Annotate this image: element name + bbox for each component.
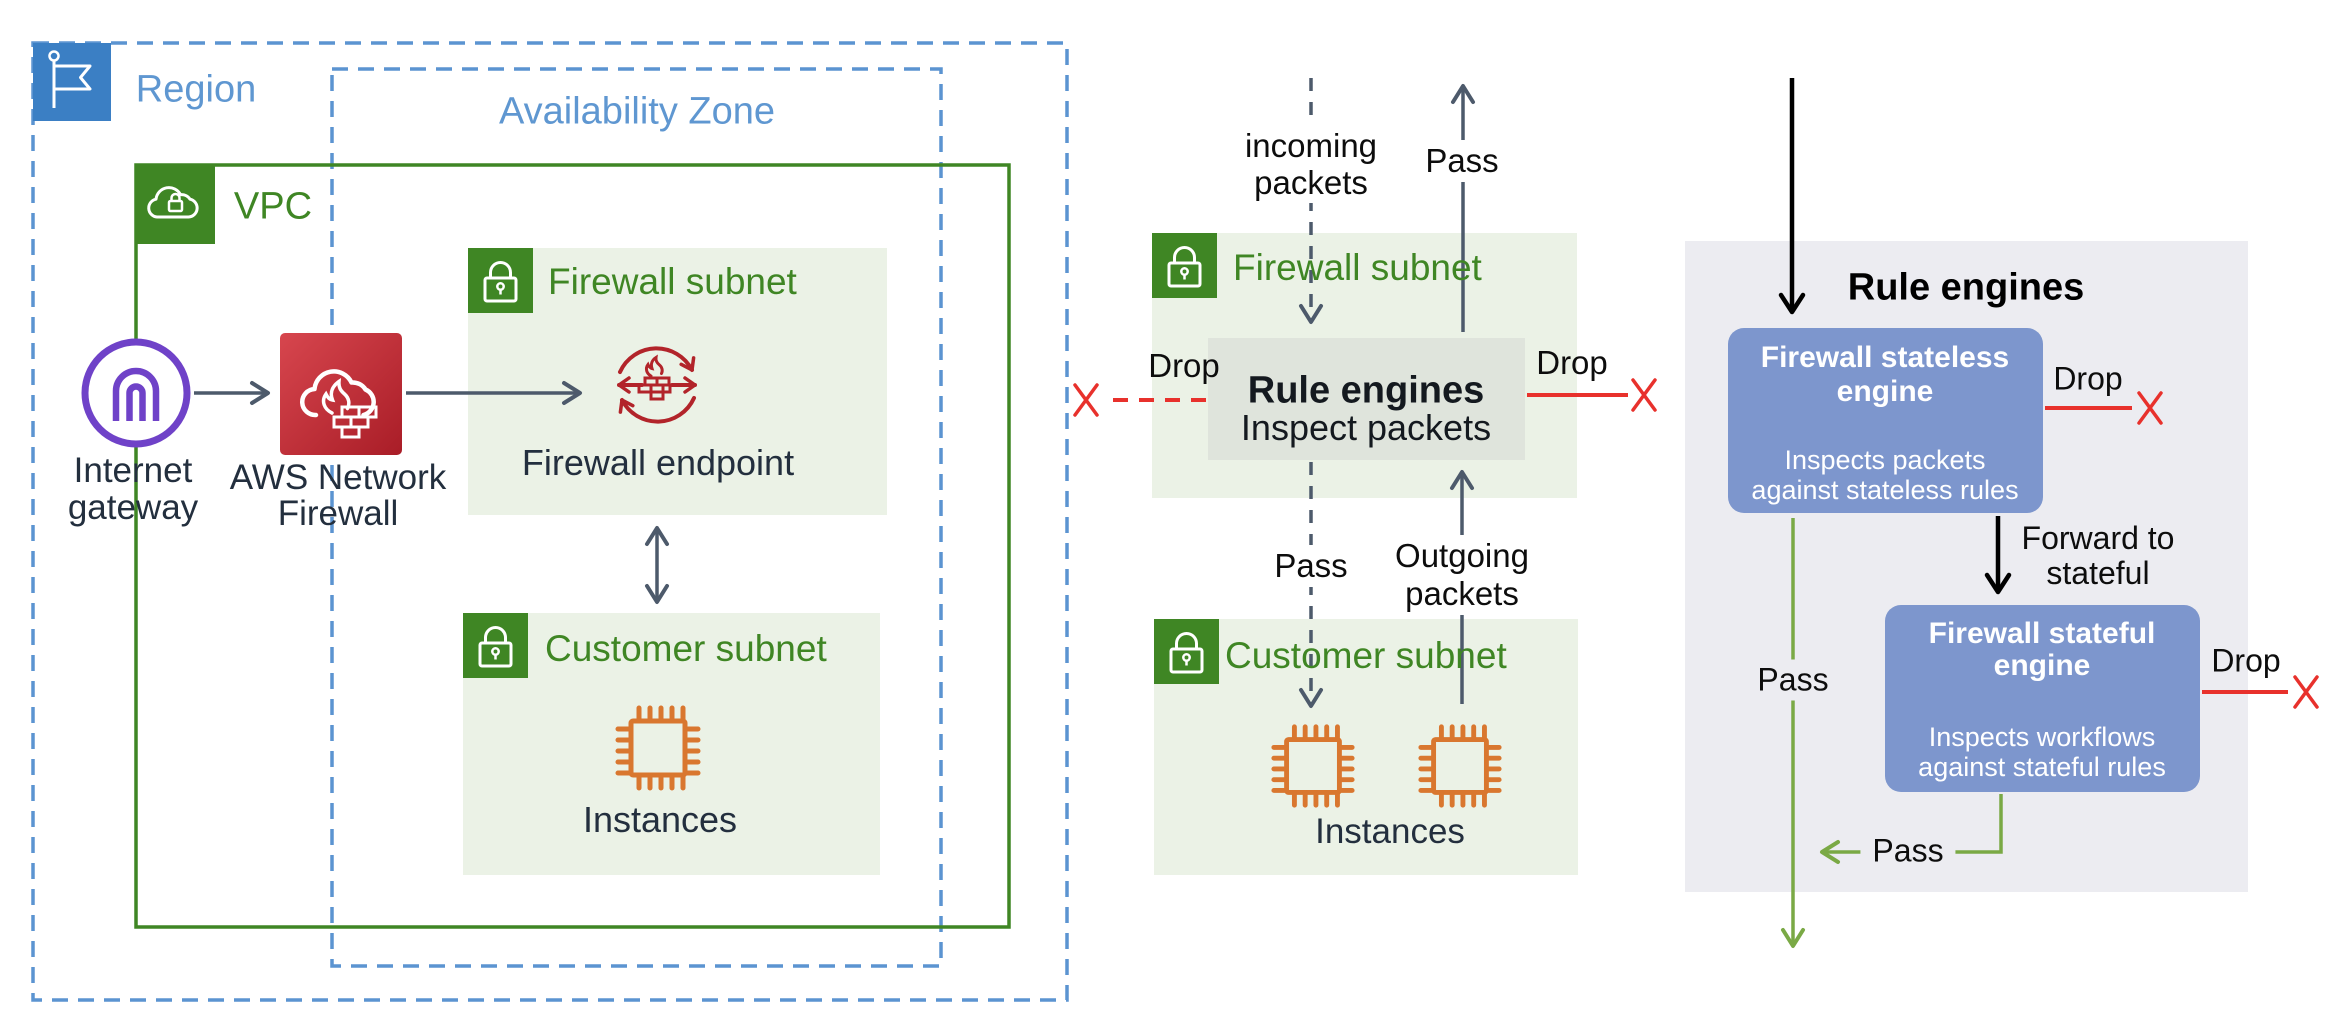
aws-network-firewall-icon [280, 333, 402, 455]
drop-stateful-x-icon [2293, 675, 2319, 709]
firewall-stateless-engine-box [1728, 328, 2043, 513]
middle-drop-right-label: Drop [1536, 344, 1608, 381]
drop-stateless-label: Drop [2053, 360, 2123, 397]
lock-icon [1152, 233, 1217, 298]
left-customer-subnet-box [463, 613, 880, 875]
left-firewall-subnet-box [468, 248, 887, 515]
lock-icon [463, 613, 528, 678]
firewall-stateful-engine-box [1885, 605, 2200, 792]
region-flag-icon [33, 43, 111, 121]
pass-left-label: Pass [1745, 659, 1841, 701]
vpc-label: VPC [233, 185, 313, 228]
middle-instances-label: Instances [1315, 812, 1465, 851]
left-instances-label: Instances [582, 799, 738, 840]
availability-zone-border [330, 67, 943, 968]
lock-icon [1154, 619, 1219, 684]
instance-chip-icon [1271, 724, 1355, 808]
middle-firewall-subnet-label: Firewall subnet [1233, 247, 1482, 288]
middle-inspect-packets-label: Inspect packets [1240, 407, 1492, 448]
firewall-endpoint-label: Firewall endpoint [521, 442, 795, 483]
vpc-border [134, 163, 1011, 929]
drop-right-x-icon [1631, 378, 1657, 412]
instance-chip-icon [1418, 724, 1502, 808]
lock-icon [468, 248, 533, 313]
drop-left-x-icon [1073, 383, 1099, 417]
stateless-engine-description: Inspects packets against stateless rules [1751, 445, 2019, 505]
middle-drop-left-label: Drop [1148, 347, 1220, 384]
outgoing-packets-label: Outgoing packets [1385, 535, 1539, 615]
middle-customer-subnet-label: Customer subnet [1225, 635, 1507, 676]
middle-rule-engines-title: Rule engines [1247, 369, 1485, 412]
aws-network-firewall-label: AWS Network Firewall [229, 458, 447, 533]
internet-gateway-icon [81, 338, 191, 448]
drop-stateful-label: Drop [2211, 642, 2281, 679]
firewall-endpoint-icon [617, 346, 697, 424]
incoming-packets-label: incoming packets [1234, 125, 1388, 203]
availability-zone-label: Availability Zone [498, 90, 776, 133]
region-label: Region [135, 68, 257, 111]
instance-chip-icon [615, 705, 701, 791]
internet-gateway-label: Internet gateway [67, 451, 199, 527]
middle-pass-down-label: Pass [1264, 545, 1358, 587]
stateful-engine-title: Firewall stateful engine [1928, 617, 2156, 682]
vpc-icon [136, 165, 215, 244]
drop-stateless-x-icon [2137, 391, 2163, 425]
forward-to-stateful-label: Forward to stateful [2021, 520, 2175, 591]
right-panel-title: Rule engines [1847, 266, 2085, 309]
stateless-engine-title: Firewall stateless engine [1760, 341, 2010, 408]
pass-elbow-label: Pass [1860, 830, 1956, 872]
region-border [31, 41, 1069, 1002]
middle-pass-up-label: Pass [1415, 140, 1509, 182]
left-customer-subnet-label: Customer subnet [545, 628, 827, 669]
left-firewall-subnet-label: Firewall subnet [548, 261, 797, 302]
stateful-engine-description: Inspects workflows against stateful rule… [1918, 722, 2166, 782]
middle-customer-subnet-box [1154, 619, 1578, 875]
middle-rule-engines-box [1208, 338, 1525, 460]
